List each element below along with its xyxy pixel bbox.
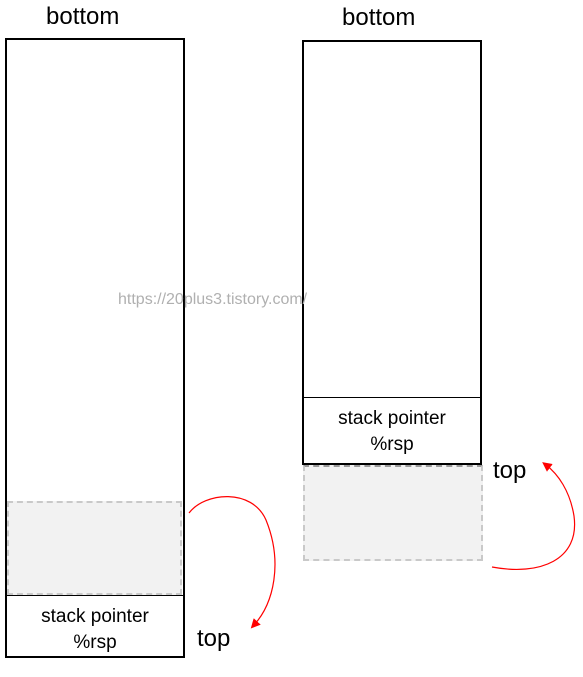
left-ghost-region [7,501,182,595]
left-stack-pointer-cell: stack pointer %rsp [7,595,183,656]
left-arrow-icon [188,496,276,629]
right-stack-box [302,40,482,465]
left-bottom-label: bottom [46,3,120,30]
left-top-label: top [197,625,231,652]
left-sp-line2: %rsp [73,632,117,653]
right-sp-line2: %rsp [370,434,414,455]
watermark-text: https://20plus3.tistory.com/ [118,291,308,308]
right-arrow-icon [491,462,576,571]
right-bottom-label: bottom [342,4,416,31]
right-stack-pointer-cell: stack pointer %rsp [304,397,480,463]
left-sp-line1: stack pointer [41,606,149,627]
right-top-label: top [493,457,527,484]
right-sp-line1: stack pointer [338,408,446,429]
right-ghost-region [303,465,483,561]
